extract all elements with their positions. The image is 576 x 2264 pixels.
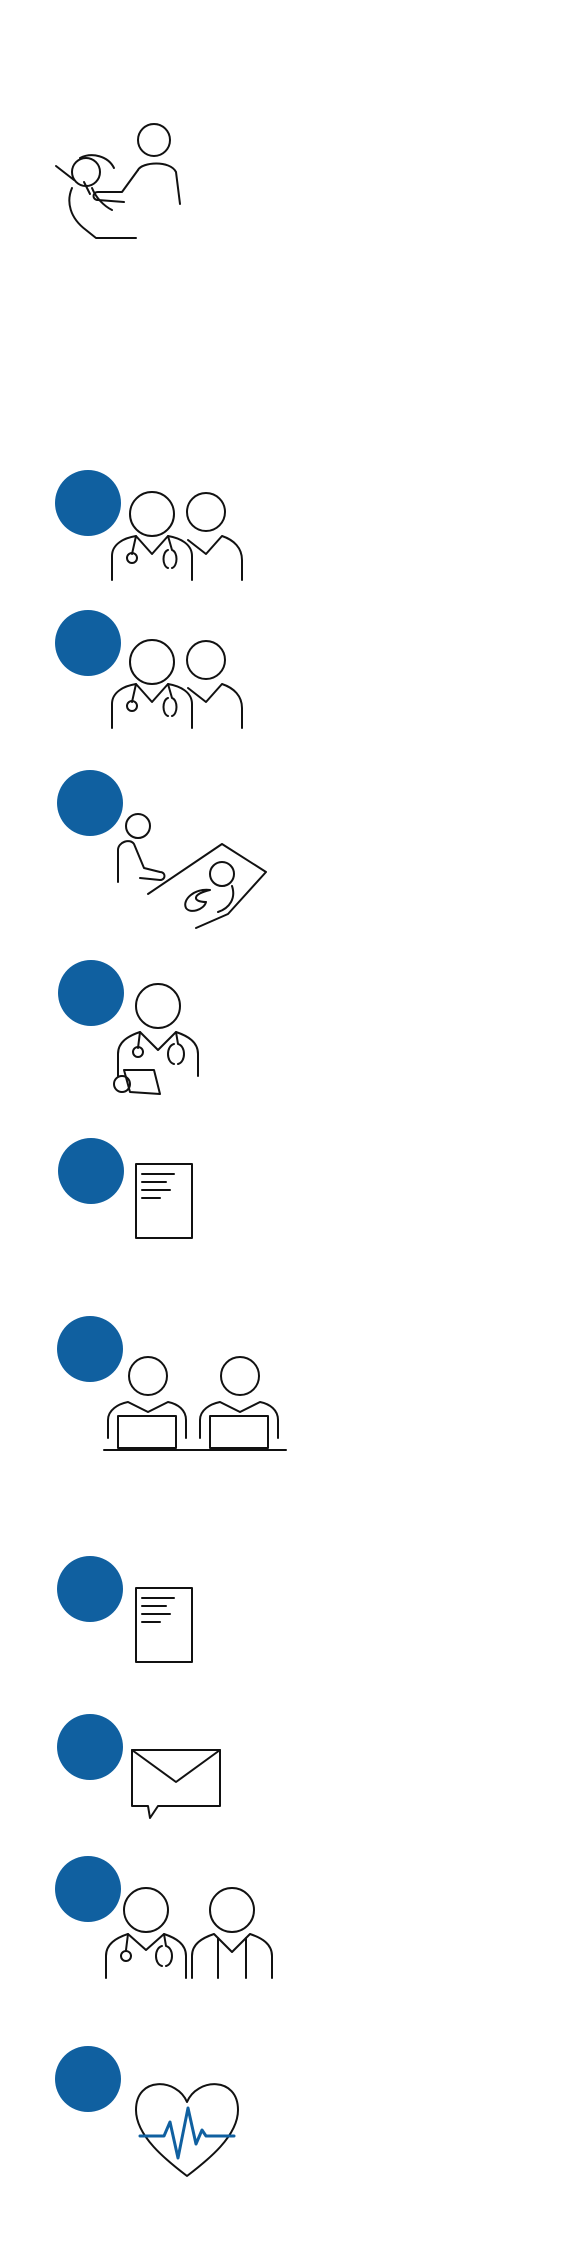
step-1 [0,470,576,590]
step-marker [57,1714,123,1780]
step-5 [0,1138,576,1268]
document-icon [134,1162,194,1240]
step-marker [55,470,121,536]
doctor-examining-patient-icon [112,810,272,940]
heart-pulse-icon [132,2074,242,2178]
step-marker [55,610,121,676]
step-marker [57,770,123,836]
step-3 [0,770,576,950]
step-marker [58,1138,124,1204]
doctor-and-person-icon [104,1886,274,1980]
step-9 [0,1856,576,1986]
step-8 [0,1714,576,1824]
step-marker [58,960,124,1026]
doctor-with-clipboard-icon [112,982,206,1096]
step-7 [0,1556,576,1676]
step-marker [55,1856,121,1922]
two-doctors-icon [110,490,244,582]
step-10 [0,2046,576,2196]
step-6 [0,1316,576,1456]
step-4 [0,960,576,1100]
step-marker [55,2046,121,2112]
two-people-at-laptops-icon [102,1352,288,1454]
step-marker [57,1316,123,1382]
patient-care-icon [52,122,192,246]
message-envelope-icon [130,1748,222,1820]
document-icon [134,1586,194,1664]
step-marker [57,1556,123,1622]
two-doctors-icon [110,638,244,730]
step-2 [0,610,576,730]
